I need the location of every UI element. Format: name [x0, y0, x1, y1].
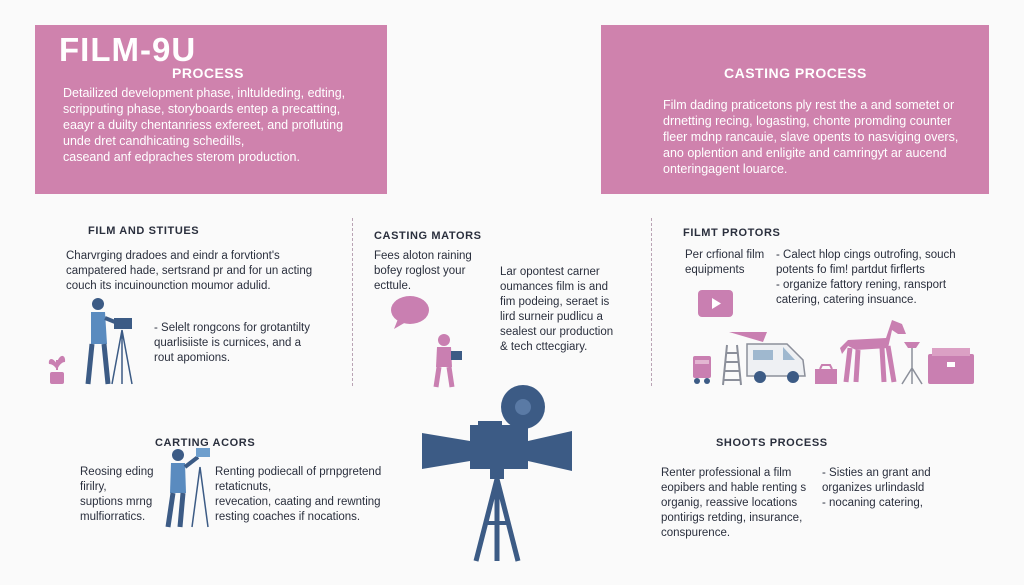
banner-description: Film dading praticetons ply rest the a a… [663, 98, 959, 176]
plant-icon [48, 355, 66, 384]
section-list: - Selelt rongcons for grotantilty quarli… [154, 322, 310, 364]
person-with-tablet-icon [433, 334, 462, 388]
divider [352, 218, 353, 386]
section-list: - Sisties an grant and organizes urlinda… [822, 467, 931, 509]
banner-subtitle: PROCESS [172, 65, 244, 81]
director-with-camera-icon [165, 448, 210, 528]
cameraman-icon [85, 298, 133, 385]
section-text: Reosing eding firilry, suptions mrng mul… [80, 466, 154, 523]
ladder-icon [722, 344, 742, 386]
section-heading: FILMT PROTORS [683, 227, 781, 239]
banner-description: Detailized development phase, inltuldedi… [63, 86, 346, 164]
section-text: Charvrging dradoes and eindr a forvtiont… [66, 250, 313, 292]
section-text: Fees aloton raining bofey roglost your e… [374, 250, 472, 292]
banner-casting-process: CASTING PROCESS Film dading praticetons … [601, 25, 989, 194]
film-camera-tripod-icon [422, 385, 572, 562]
luggage-cart-icon [693, 356, 711, 384]
banner-film-process: FILM-9U PROCESS Detailized development p… [35, 25, 387, 194]
video-play-icon [698, 290, 733, 317]
section-text-secondary: Lar opontest carner oumances film is and… [500, 266, 614, 353]
banner-title: CASTING PROCESS [724, 65, 867, 81]
section-text-secondary: Renting podiecall of prnpgretend retatic… [215, 466, 382, 523]
section-text: Per crfional film equipments [685, 249, 765, 276]
box-icon [815, 364, 837, 384]
section-heading: CASTING MATORS [374, 230, 482, 242]
horse-icon [840, 320, 906, 383]
van-icon [729, 332, 806, 383]
section-heading: FILM AND STITUES [88, 225, 200, 237]
box-icon [928, 348, 974, 384]
section-heading: CARTING ACORS [155, 437, 256, 449]
light-stand-icon [901, 342, 923, 385]
section-list: - Calect hlop cings outrofing, souch pot… [776, 249, 956, 306]
banner-title: FILM-9U [59, 31, 197, 68]
section-text: Renter professional a film eopibers and … [661, 467, 807, 539]
chat-bubble-icon [391, 296, 429, 329]
divider [651, 218, 652, 386]
section-heading: SHOOTS PROCESS [716, 437, 828, 449]
